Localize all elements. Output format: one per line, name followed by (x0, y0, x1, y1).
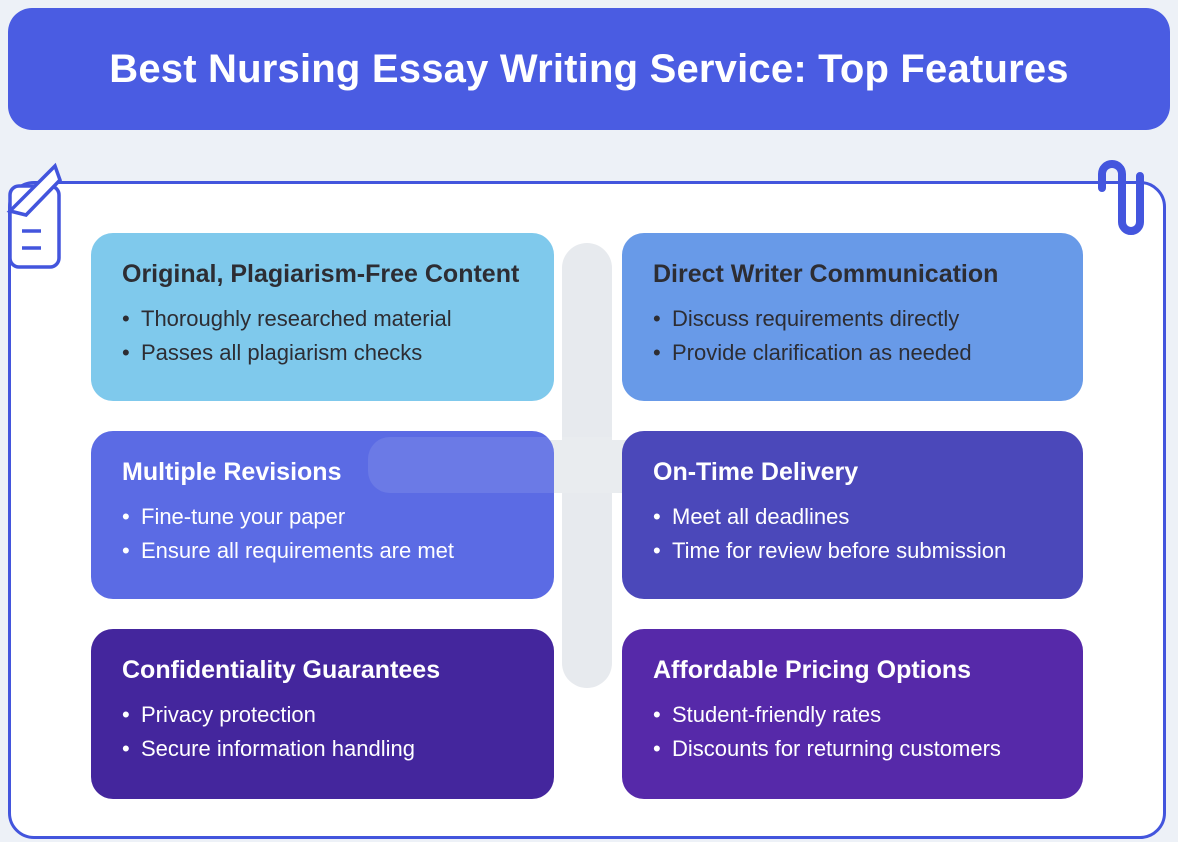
bullet-text: Thoroughly researched material (141, 306, 452, 331)
feature-card-multiple-revisions: Multiple Revisions • Fine-tune your pape… (91, 431, 638, 599)
card-title: On-Time Delivery (653, 458, 859, 486)
paperclip-icon (1098, 160, 1144, 235)
bullet-text: Privacy protection (141, 702, 316, 727)
bullet-marker: • (122, 306, 130, 331)
feature-card-confidentiality: Confidentiality Guarantees • Privacy pro… (91, 629, 554, 799)
bullet-item: • Student-friendly rates (653, 698, 1055, 732)
bullet-list: • Meet all deadlines • Time for review b… (653, 500, 1055, 568)
bullet-text: Secure information handling (141, 736, 415, 761)
feature-card-original-content: Original, Plagiarism-Free Content • Thor… (91, 233, 554, 401)
bullet-text: Passes all plagiarism checks (141, 340, 423, 365)
card-title: Multiple Revisions (122, 458, 342, 486)
bullet-text: Student-friendly rates (672, 702, 882, 727)
bullet-marker: • (122, 504, 130, 529)
bullet-marker: • (122, 702, 130, 727)
bullet-text: Meet all deadlines (672, 504, 850, 529)
bullet-item: • Thoroughly researched material (122, 302, 526, 336)
bullet-item: • Secure information handling (122, 732, 526, 766)
card-title: Affordable Pricing Options (653, 656, 972, 684)
bullet-item: • Privacy protection (122, 698, 526, 732)
bullet-item: • Discounts for returning customers (653, 732, 1055, 766)
bullet-item: • Provide clarification as needed (653, 336, 1055, 370)
bullet-text: Discuss requirements directly (672, 306, 960, 331)
bullet-text: Time for review before submission (672, 538, 1007, 563)
bullet-list: • Student-friendly rates • Discounts for… (653, 698, 1055, 766)
bullet-marker: • (122, 736, 130, 761)
feature-card-on-time-delivery: On-Time Delivery • Meet all deadlines • … (622, 431, 1083, 599)
bullet-item: • Passes all plagiarism checks (122, 336, 526, 370)
bullet-marker: • (122, 538, 130, 563)
bullet-list: • Thoroughly researched material • Passe… (122, 302, 526, 370)
bullet-text: Ensure all requirements are met (141, 538, 455, 563)
bullet-marker: • (653, 504, 661, 529)
page-title: Best Nursing Essay Writing Service: Top … (109, 46, 1069, 91)
bullet-marker: • (653, 736, 661, 761)
card-title: Original, Plagiarism-Free Content (122, 260, 520, 288)
feature-card-writer-communication: Direct Writer Communication • Discuss re… (622, 233, 1083, 401)
bullet-marker: • (653, 702, 661, 727)
bullet-text: Provide clarification as needed (672, 340, 972, 365)
bullet-list: • Discuss requirements directly • Provid… (653, 302, 1055, 370)
bullet-item: • Fine-tune your paper (122, 500, 526, 534)
bullet-list: • Fine-tune your paper • Ensure all requ… (122, 500, 526, 568)
bullet-text: Discounts for returning customers (672, 736, 1001, 761)
feature-card-affordable-pricing: Affordable Pricing Options • Student-fri… (622, 629, 1083, 799)
bullet-list: • Privacy protection • Secure informatio… (122, 698, 526, 766)
bullet-item: • Meet all deadlines (653, 500, 1055, 534)
card-title: Direct Writer Communication (653, 260, 999, 288)
bullet-marker: • (122, 340, 130, 365)
card-title: Confidentiality Guarantees (122, 656, 441, 684)
bullet-item: • Discuss requirements directly (653, 302, 1055, 336)
bullet-marker: • (653, 306, 661, 331)
note-with-pen-icon (6, 162, 63, 269)
header-banner: Best Nursing Essay Writing Service: Top … (8, 8, 1170, 130)
bullet-item: • Ensure all requirements are met (122, 534, 526, 568)
bullet-marker: • (653, 538, 661, 563)
connector-vertical (562, 243, 612, 688)
bullet-marker: • (653, 340, 661, 365)
bullet-text: Fine-tune your paper (141, 504, 346, 529)
bullet-item: • Time for review before submission (653, 534, 1055, 568)
